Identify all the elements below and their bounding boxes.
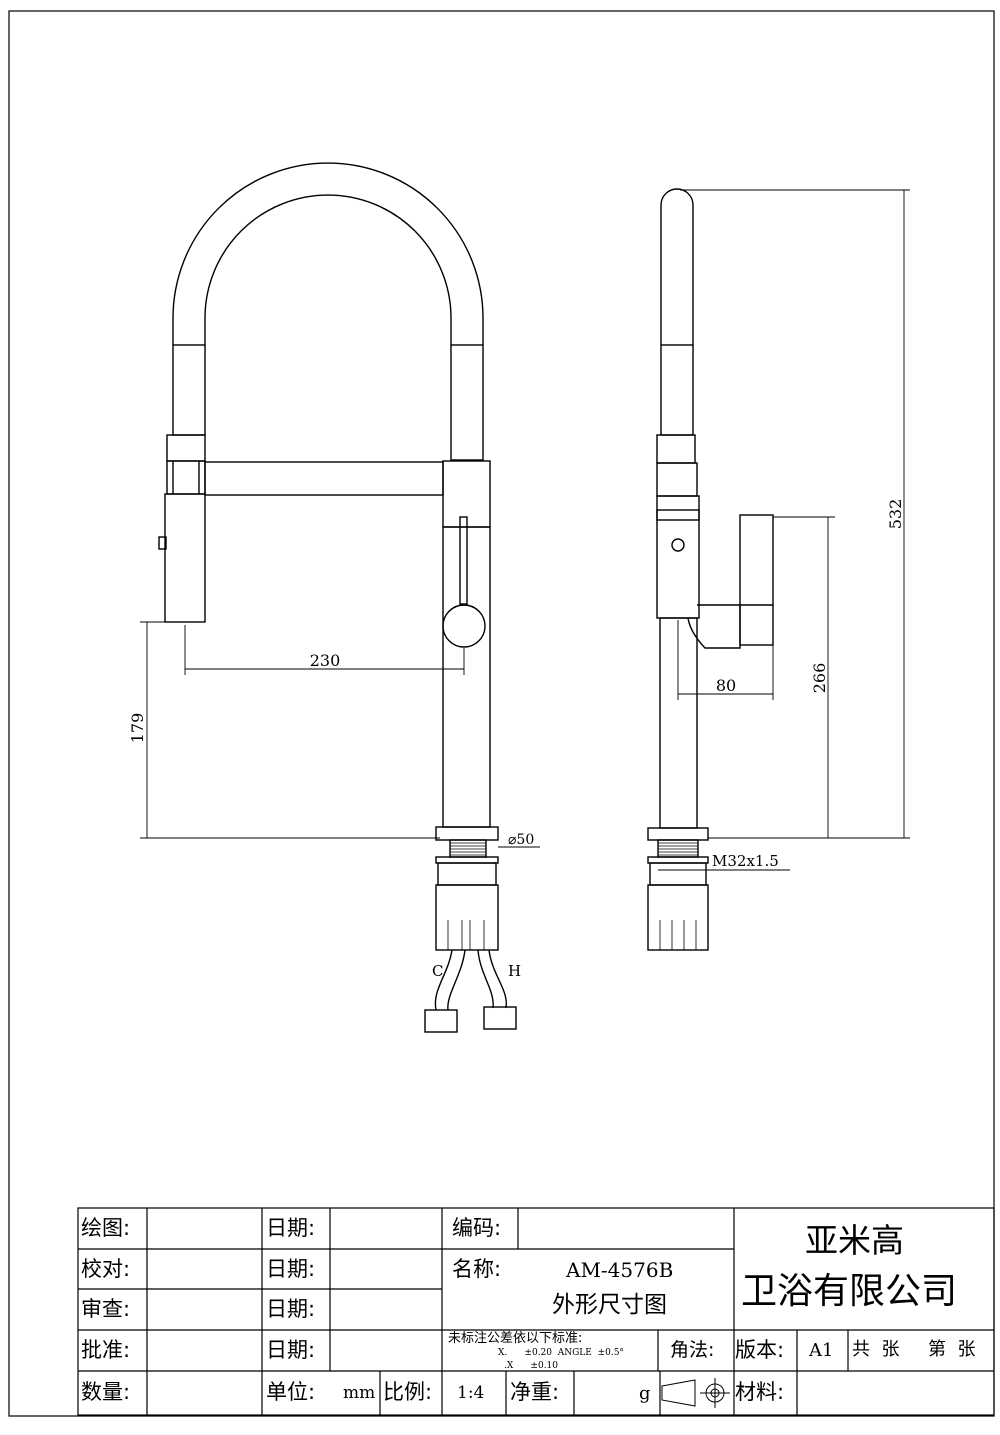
title-block-grid	[77, 1207, 995, 1416]
label-reviewed-by: 审查:	[81, 1297, 131, 1321]
dim-spout-height: 179	[128, 713, 147, 744]
side-dimensions	[658, 189, 910, 871]
front-spray-collar	[166, 434, 206, 462]
label-material: 材料:	[735, 1380, 785, 1404]
side-spray-band	[656, 509, 700, 521]
front-spray-button	[158, 536, 167, 550]
unit-value: mm	[343, 1383, 376, 1403]
product-name: 外形尺寸图	[552, 1292, 667, 1318]
side-spout-sleeve	[660, 344, 694, 436]
front-hose-nut-hot	[483, 1006, 517, 1030]
label-drawn-by: 绘图:	[81, 1216, 131, 1240]
label-quantity: 数量:	[81, 1380, 131, 1404]
front-handle-knob	[442, 604, 486, 648]
front-base-ring	[435, 826, 499, 841]
dim-reach: 230	[310, 651, 341, 670]
side-handle	[739, 514, 774, 646]
side-spray-head	[656, 462, 698, 497]
front-shank	[437, 862, 497, 886]
side-body	[659, 617, 698, 829]
dim-overall-height: 532	[886, 499, 905, 530]
title-block: 绘图: 校对: 审查: 批准: 数量: 日期: 日期: 日期: 日期: 单位: …	[78, 1208, 994, 1415]
label-cold: C	[432, 962, 443, 980]
side-spout-top	[660, 188, 694, 345]
side-view	[647, 188, 774, 951]
side-washer	[647, 856, 709, 864]
label-scale: 比例:	[383, 1380, 433, 1404]
dim-handle-offset: 80	[716, 676, 736, 695]
front-handle-lever	[459, 516, 468, 605]
side-nut	[647, 884, 709, 951]
product-code: AM-4576B	[566, 1258, 674, 1282]
side-thread-hatching	[658, 842, 698, 950]
tolerance-title: 未标注公差依以下标准:	[448, 1331, 583, 1346]
projection-symbol	[661, 1378, 730, 1408]
side-spray-button	[671, 538, 685, 552]
front-washer	[435, 856, 499, 864]
dim-handle-height: 266	[810, 663, 829, 694]
front-spout-arch	[172, 162, 484, 345]
front-holder-arm	[204, 461, 444, 496]
label-date-1: 日期:	[266, 1216, 316, 1240]
label-hot: H	[508, 962, 521, 980]
front-spout-left-sleeve	[172, 344, 206, 436]
net-weight-unit: g	[639, 1383, 651, 1404]
sheet-index: 第 张	[928, 1339, 976, 1360]
side-spray-collar	[656, 434, 696, 464]
front-hose-nut-cold	[424, 1009, 458, 1033]
scale-value: 1:4	[457, 1383, 485, 1403]
label-code: 编码:	[452, 1216, 502, 1240]
front-nut	[435, 884, 499, 951]
version-value: A1	[809, 1340, 834, 1361]
label-unit: 单位:	[266, 1380, 316, 1404]
side-spray-body	[656, 495, 700, 619]
tolerance-line-2: .X ±0.10	[504, 1361, 559, 1371]
label-projection-angle: 角法:	[670, 1339, 715, 1361]
dim-thread: M32x1.5	[712, 852, 779, 870]
label-approved-by: 批准:	[81, 1338, 131, 1362]
sheet-border	[8, 10, 995, 1417]
label-checked-by: 校对:	[81, 1257, 131, 1281]
side-base-ring	[647, 827, 709, 841]
side-shank	[649, 862, 707, 886]
company-name-line-2: 卫浴有限公司	[741, 1271, 958, 1312]
label-date-4: 日期:	[266, 1338, 316, 1362]
front-spray-nozzle	[164, 493, 206, 623]
front-thread-hatching	[447, 842, 486, 950]
label-version: 版本:	[735, 1338, 785, 1362]
front-hose-hot	[477, 949, 508, 1009]
front-thread	[449, 839, 487, 858]
label-net-weight: 净重:	[510, 1380, 560, 1404]
tolerance-line-1: X. ±0.20 ANGLE ±0.5°	[498, 1348, 624, 1358]
label-date-3: 日期:	[266, 1297, 316, 1321]
sheet-total: 共 张	[852, 1339, 900, 1360]
side-thread	[657, 839, 699, 858]
side-handle-joint	[687, 604, 741, 649]
label-name: 名称:	[452, 1257, 502, 1281]
front-view	[158, 162, 517, 1033]
label-date-2: 日期:	[266, 1257, 316, 1281]
front-dimensions	[140, 621, 540, 848]
front-spout-right-sleeve	[450, 344, 484, 461]
company-name-line-1: 亚米高	[805, 1221, 904, 1260]
front-hose-cold	[434, 949, 466, 1011]
dim-base-diameter: ⌀50	[508, 832, 534, 848]
